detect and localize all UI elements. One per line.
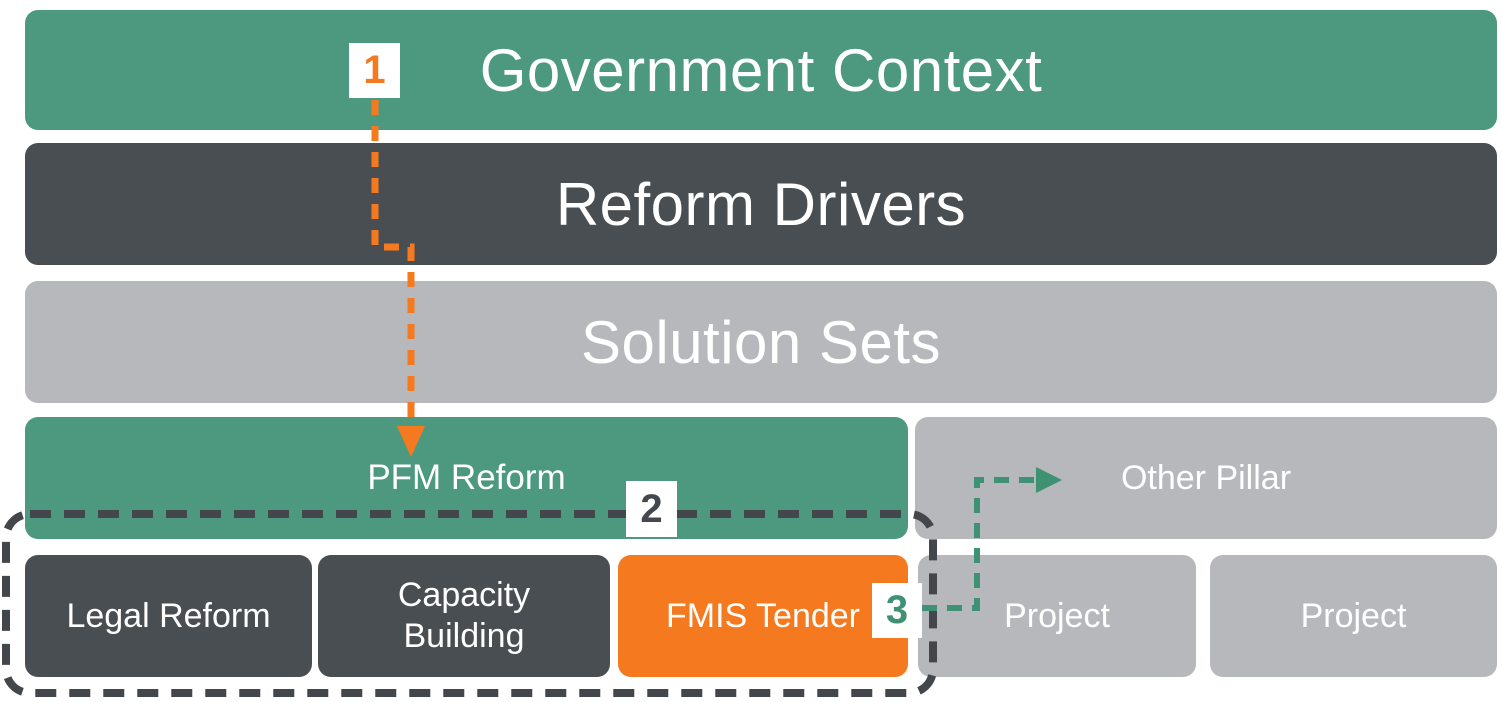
initiative-project-1-label: Project (1004, 596, 1110, 635)
initiative-fmis-tender-label: FMIS Tender (665, 596, 860, 635)
step-badge-3-number: 3 (885, 588, 909, 632)
pillar-other-label: Other Pillar (1120, 458, 1292, 497)
initiative-capacity-building: Capacity Building (318, 555, 610, 677)
initiative-project-1: Project (918, 555, 1196, 677)
initiative-fmis-tender: FMIS Tender (618, 555, 908, 677)
initiative-project-2-label: Project (1300, 596, 1407, 635)
pillar-other: Other Pillar (915, 417, 1497, 539)
step-badge-3: 3 (872, 583, 922, 638)
initiative-project-2: Project (1210, 555, 1497, 677)
pillar-pfm-reform: PFM Reform (25, 417, 908, 539)
step-badge-2-number: 2 (640, 486, 663, 531)
initiative-legal-reform: Legal Reform (25, 555, 312, 677)
initiative-capacity-building-label: Capacity Building (397, 576, 531, 655)
step-badge-2: 2 (626, 481, 677, 537)
row-government-context: Government Context (25, 10, 1497, 130)
step-badge-1: 1 (349, 43, 400, 98)
pillar-pfm-reform-label: PFM Reform (367, 458, 566, 497)
row-reform-drivers: Reform Drivers (25, 143, 1497, 265)
row-solution-sets-label: Solution Sets (580, 308, 942, 376)
row-reform-drivers-label: Reform Drivers (555, 170, 967, 238)
step-badge-1-number: 1 (363, 48, 386, 92)
initiative-legal-reform-label: Legal Reform (66, 596, 271, 635)
row-government-context-label: Government Context (479, 36, 1043, 104)
row-solution-sets: Solution Sets (25, 281, 1497, 403)
